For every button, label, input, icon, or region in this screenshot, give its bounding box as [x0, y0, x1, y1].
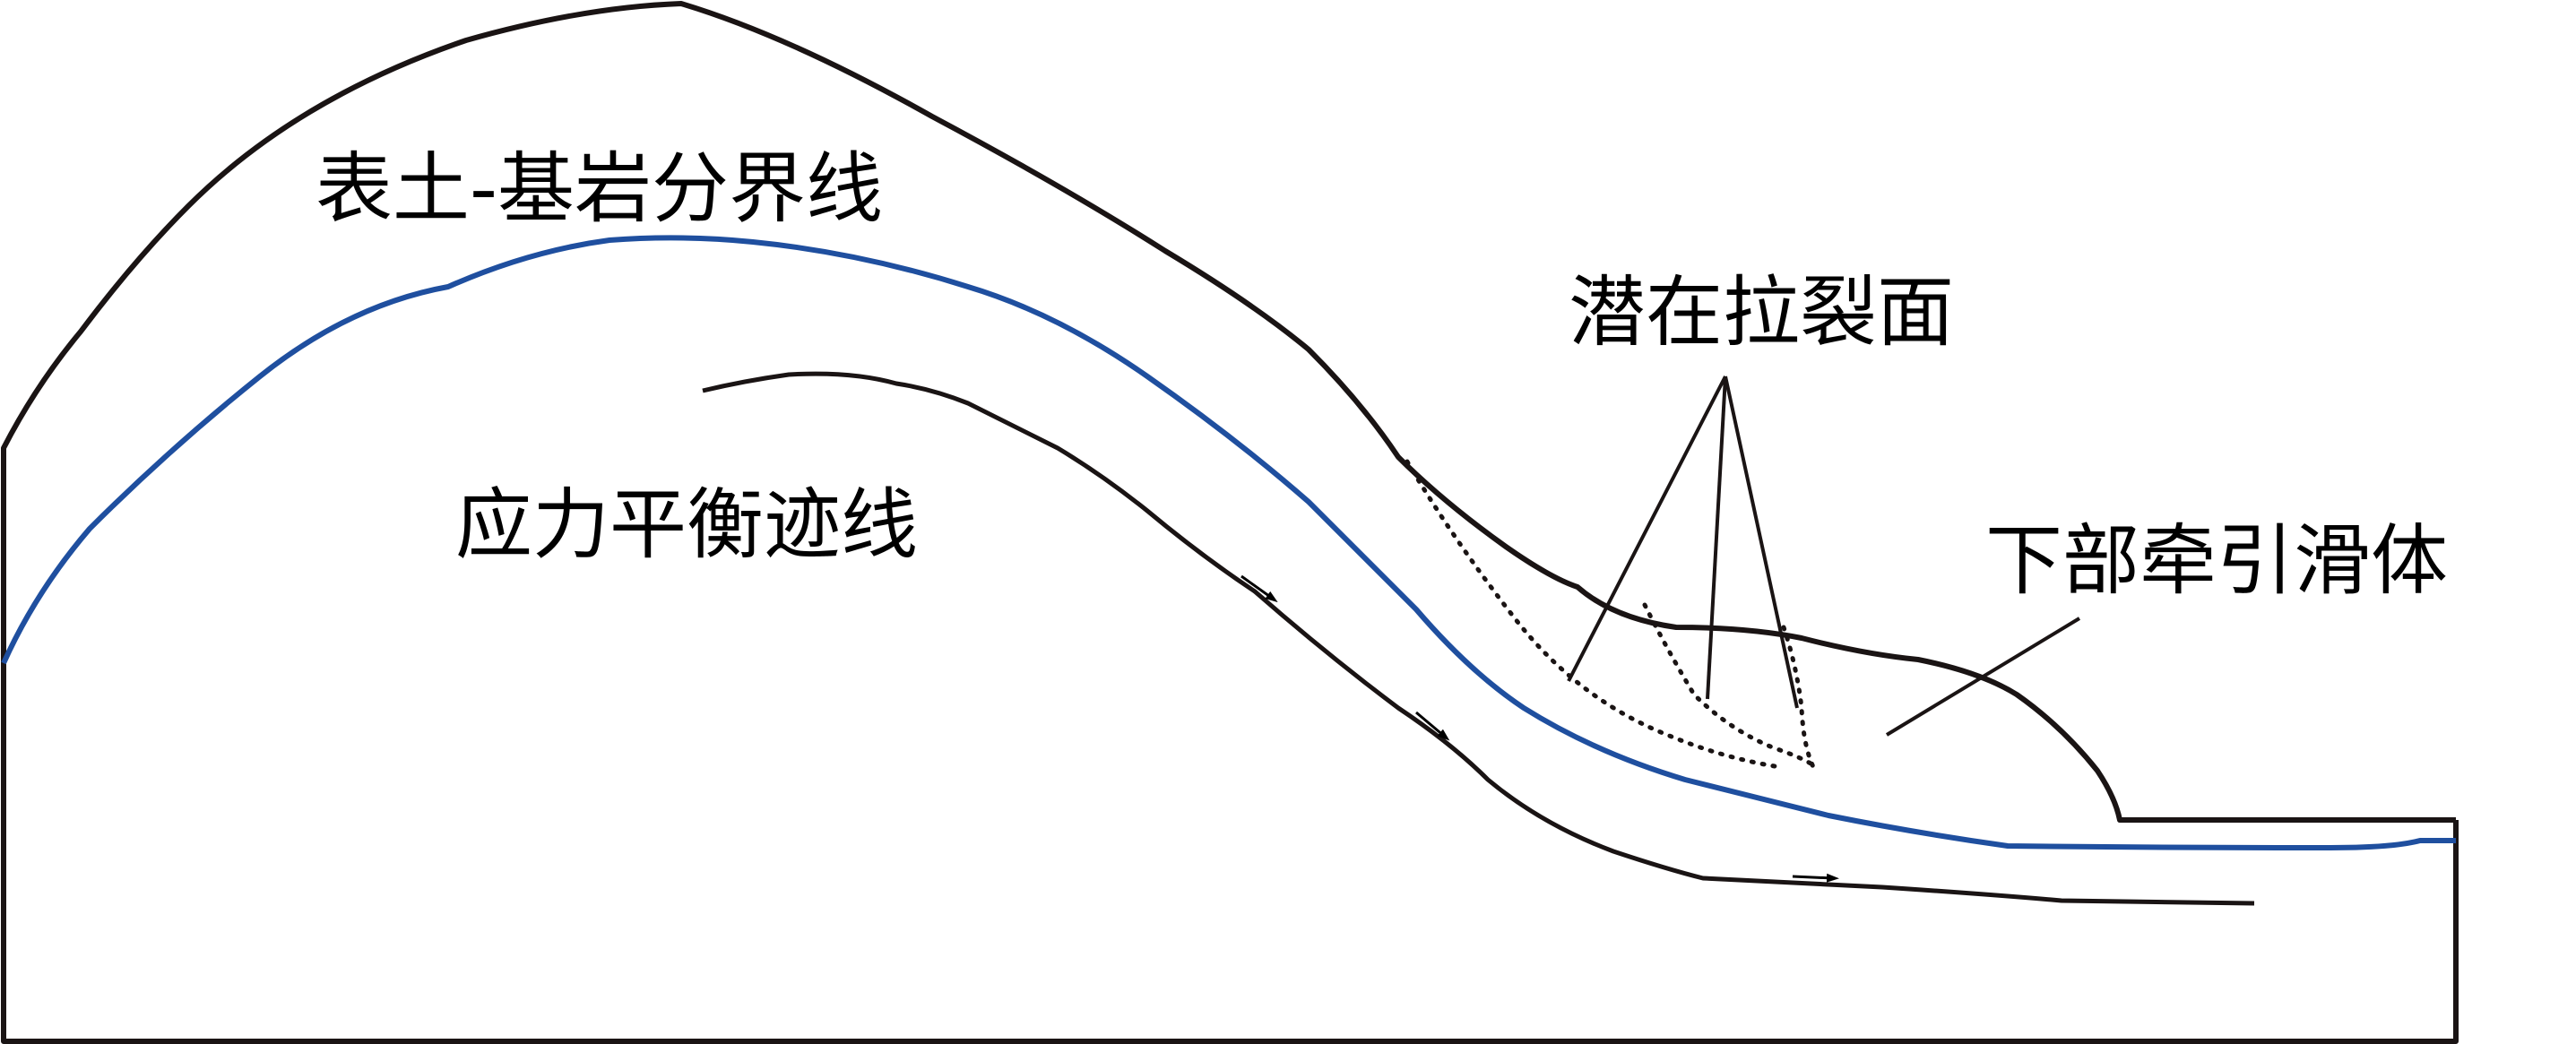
soil-bedrock-boundary-line — [1, 235, 2456, 850]
slide-leader-line — [1885, 617, 2081, 737]
crack-leader-line-2 — [1706, 375, 1727, 700]
stress-balance-trace-label: 应力平衡迹线 — [455, 480, 918, 570]
soil-bedrock-boundary-label: 表土-基岩分界线 — [316, 144, 883, 234]
stress-trace-arrow-2 — [1415, 711, 1450, 741]
stress-trace-arrow-1 — [1240, 574, 1278, 603]
crack-leader-line-3 — [1724, 375, 1799, 709]
tension-crack-3 — [1781, 625, 1818, 773]
crack-leader-line-1 — [1567, 375, 1727, 682]
stress-balance-trace-line — [702, 371, 2255, 906]
lower-traction-slide-label: 下部牵引滑体 — [1985, 516, 2448, 606]
tension-crack-1 — [1405, 459, 1777, 769]
ground-surface-profile — [1, 1, 2459, 1044]
stress-trace-arrow-3 — [1792, 873, 1839, 883]
potential-tension-cracks-label: 潜在拉裂面 — [1569, 268, 1954, 358]
tension-crack-2 — [1642, 602, 1818, 769]
